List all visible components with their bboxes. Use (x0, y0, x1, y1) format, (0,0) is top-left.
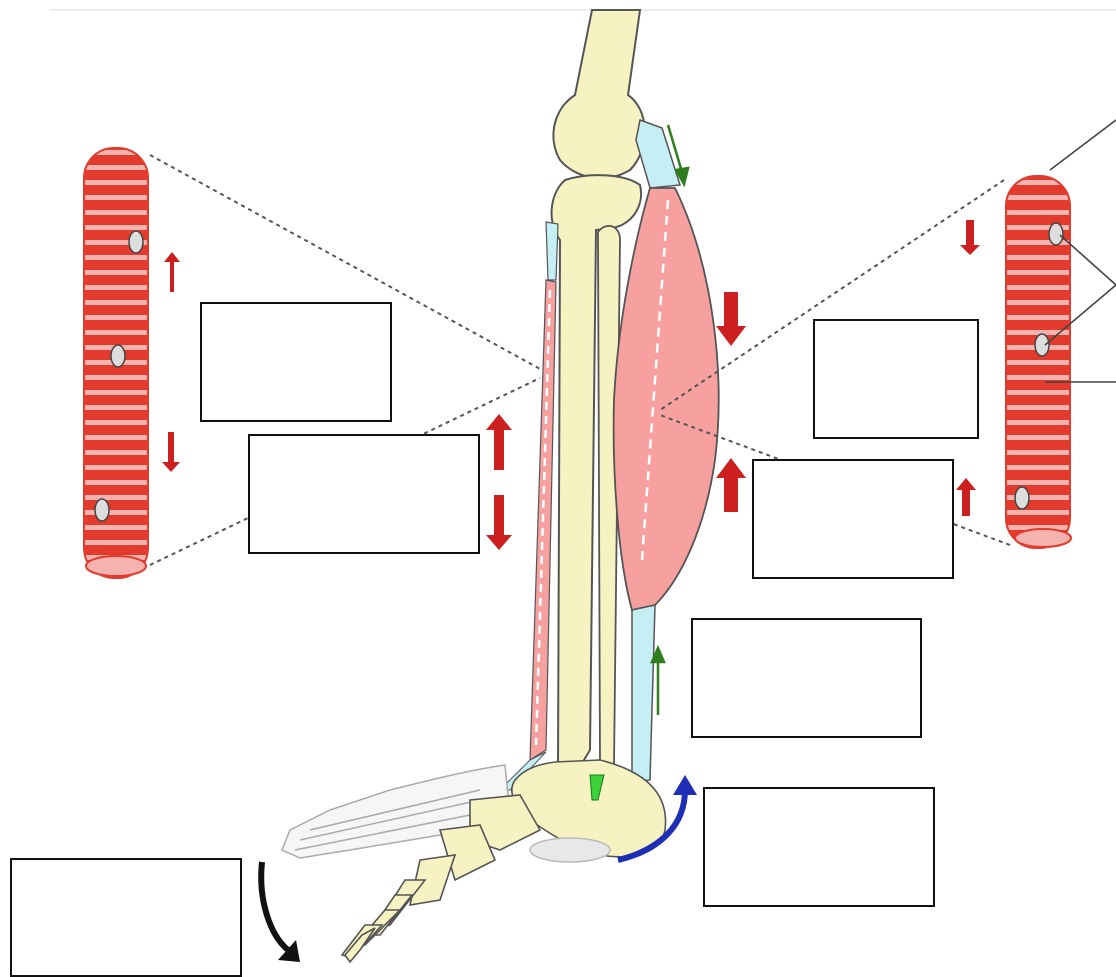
upper-tendon (636, 120, 680, 188)
label-box-2[interactable] (248, 434, 480, 554)
label-box-4[interactable] (752, 459, 954, 579)
tibialis-anterior (498, 222, 558, 792)
black-curved-arrow-icon (261, 862, 300, 962)
label-box-6[interactable] (703, 787, 935, 907)
label-box-3[interactable] (813, 319, 979, 439)
gastrocnemius-muscle (614, 188, 719, 610)
femur (553, 10, 644, 178)
label-box-5[interactable] (691, 618, 922, 738)
muscle-fiber-left (84, 148, 148, 578)
label-box-1[interactable] (200, 302, 392, 422)
label-box-7[interactable] (10, 858, 242, 977)
muscle-fiber-right (1006, 176, 1071, 548)
achilles-tendon (632, 605, 655, 782)
